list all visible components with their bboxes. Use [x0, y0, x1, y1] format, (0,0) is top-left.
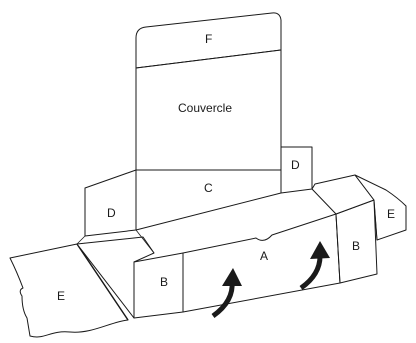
label-e-right: E — [387, 207, 395, 221]
fold-arrow-left — [211, 268, 242, 319]
right-end-assembly — [311, 174, 407, 241]
panel-b-left — [133, 252, 184, 319]
fold-arrow-right — [299, 241, 330, 291]
lid-fold-line — [135, 49, 282, 69]
e-left-fold-a — [76, 243, 129, 321]
panel-c — [135, 169, 282, 231]
label-d-left: D — [107, 206, 116, 220]
connector-fold-a — [76, 235, 86, 245]
label-e-left: E — [57, 289, 65, 303]
connector-fold-b — [135, 229, 155, 254]
label-f: F — [205, 32, 212, 46]
label-b-right: B — [352, 239, 360, 253]
label-b-left: B — [160, 275, 168, 289]
flap-d-left — [84, 169, 137, 237]
flap-e-left — [9, 243, 129, 338]
connector-strip — [76, 236, 155, 319]
lid-assembly — [135, 12, 282, 171]
label-d-right: D — [291, 158, 300, 172]
label-lid: Couvercle — [178, 101, 232, 115]
back-assembly — [84, 146, 313, 237]
label-c: C — [204, 181, 213, 195]
label-a: A — [260, 249, 268, 263]
e-right-fold — [373, 199, 378, 241]
flap-e-right — [354, 174, 407, 241]
panel-a — [182, 213, 341, 313]
a-fold-right — [335, 213, 341, 284]
left-connector — [76, 229, 155, 319]
